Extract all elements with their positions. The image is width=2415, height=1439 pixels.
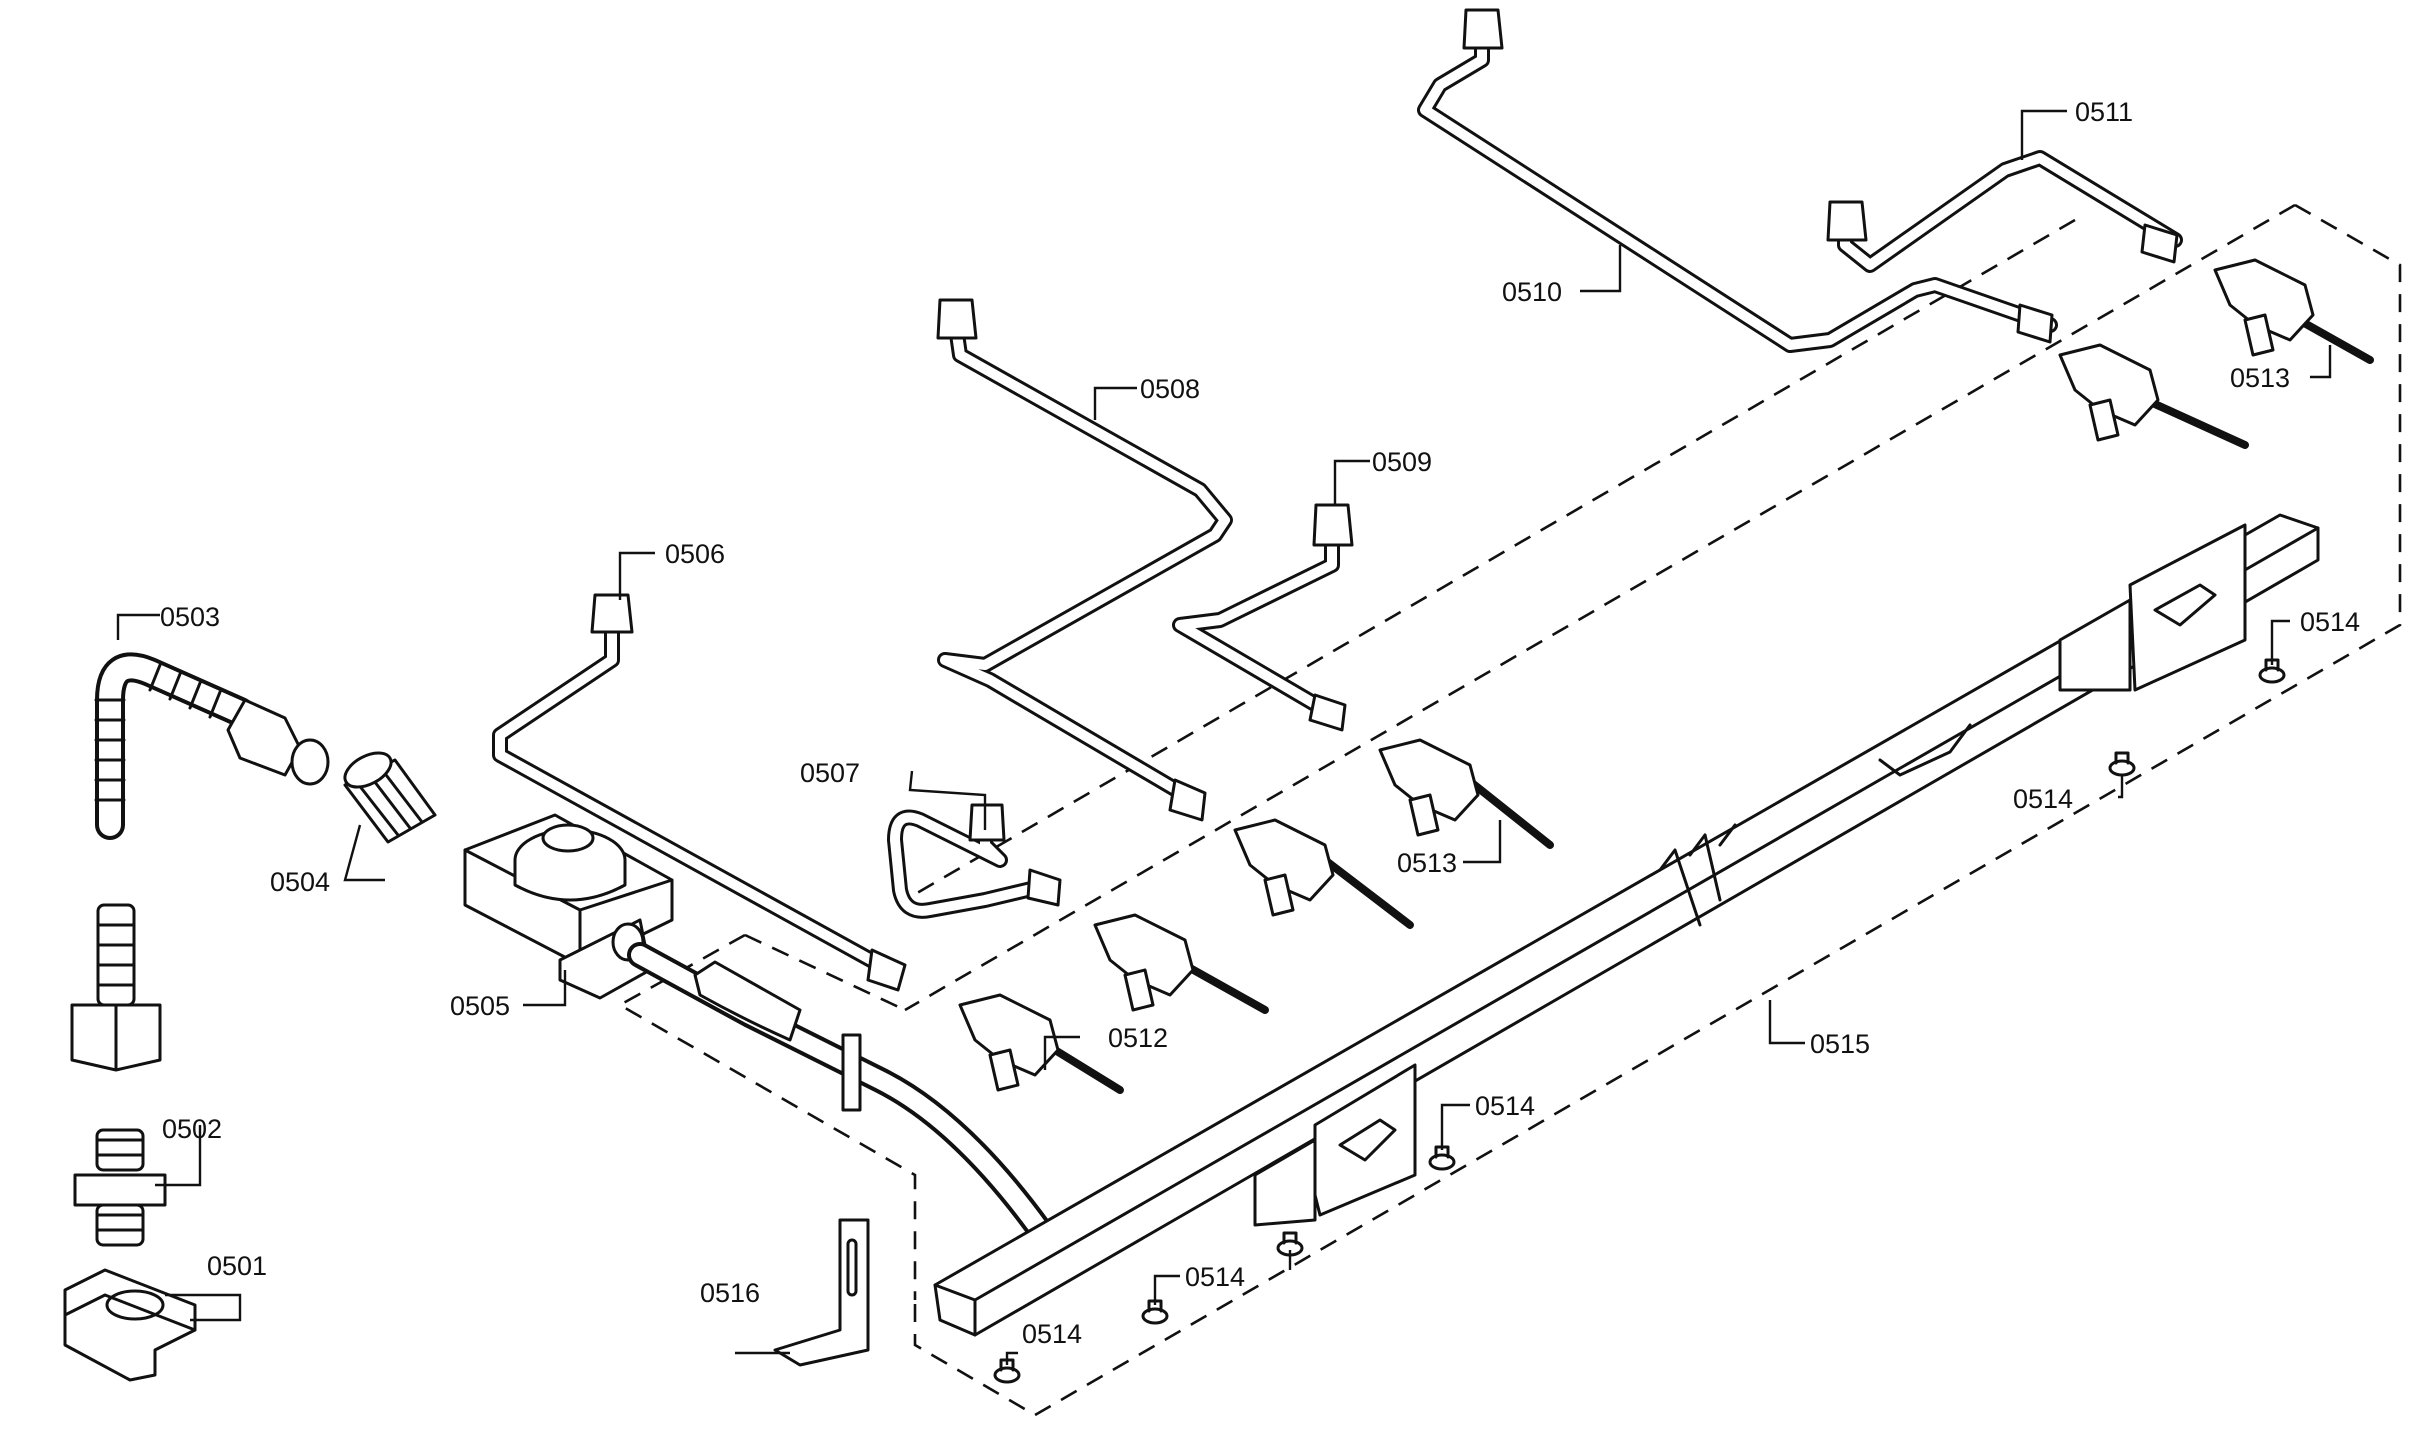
callout-0504: 0504 (270, 867, 330, 897)
assembly-outline-valves (904, 203, 2402, 1417)
tube-0507 (887, 803, 1062, 919)
tube-0506 (492, 593, 907, 992)
callout-0515: 0515 (1810, 1029, 1870, 1059)
fitting-0502 (73, 1128, 167, 1247)
tube-0509 (1172, 503, 1354, 732)
bracket-0501 (63, 1268, 197, 1382)
tube-0511 (1826, 150, 2183, 273)
manifold-inlet-pipe (627, 942, 1053, 1243)
valve-0513-d (2213, 258, 2374, 364)
callout-0514-mid: 0514 (1475, 1091, 1535, 1121)
callout-0510: 0510 (1502, 277, 1562, 307)
callout-0514-right: 0514 (2300, 607, 2360, 637)
callout-0505: 0505 (450, 991, 510, 1021)
callout-0512: 0512 (1108, 1023, 1168, 1053)
assembly-outline-regulator (617, 933, 917, 1300)
callout-labels: 0503 0504 0505 0506 0507 0508 0509 0510 … (160, 97, 2360, 1349)
tube-0510 (1417, 8, 2058, 353)
callout-0509: 0509 (1372, 447, 1432, 477)
callout-0513-upper: 0513 (2230, 363, 2290, 393)
callout-0514-mid-left: 0514 (1185, 1262, 1245, 1292)
valve-0512-a (958, 993, 1124, 1094)
manifold-0515 (933, 513, 2320, 1337)
leader-lines (116, 109, 2332, 1365)
callout-0516: 0516 (700, 1278, 760, 1308)
callout-0511: 0511 (2075, 97, 2133, 127)
valve-0512-b (1093, 913, 1269, 1014)
valve-0513-c (2058, 343, 2249, 449)
adapter-0504 (343, 751, 437, 844)
flex-hose-0503 (70, 652, 330, 1072)
callout-0508: 0508 (1140, 374, 1200, 404)
callout-0501: 0501 (207, 1251, 267, 1281)
bracket-0516 (773, 1033, 870, 1367)
callout-0507: 0507 (800, 758, 860, 788)
screw-0514-b (2108, 751, 2136, 777)
callout-0506: 0506 (665, 539, 725, 569)
valve-0513-a (1233, 818, 1414, 929)
callout-0502: 0502 (162, 1114, 222, 1144)
regulator-0505 (463, 813, 674, 1000)
callout-0513-lower: 0513 (1397, 848, 1457, 878)
callout-0514-left: 0514 (1022, 1319, 1082, 1349)
screw-0514-c (1428, 1145, 1456, 1171)
tube-0508 (936, 298, 1233, 822)
valve-0513-b (1378, 738, 1554, 849)
callout-0503: 0503 (160, 602, 220, 632)
callout-0514-mid-right: 0514 (2013, 784, 2073, 814)
